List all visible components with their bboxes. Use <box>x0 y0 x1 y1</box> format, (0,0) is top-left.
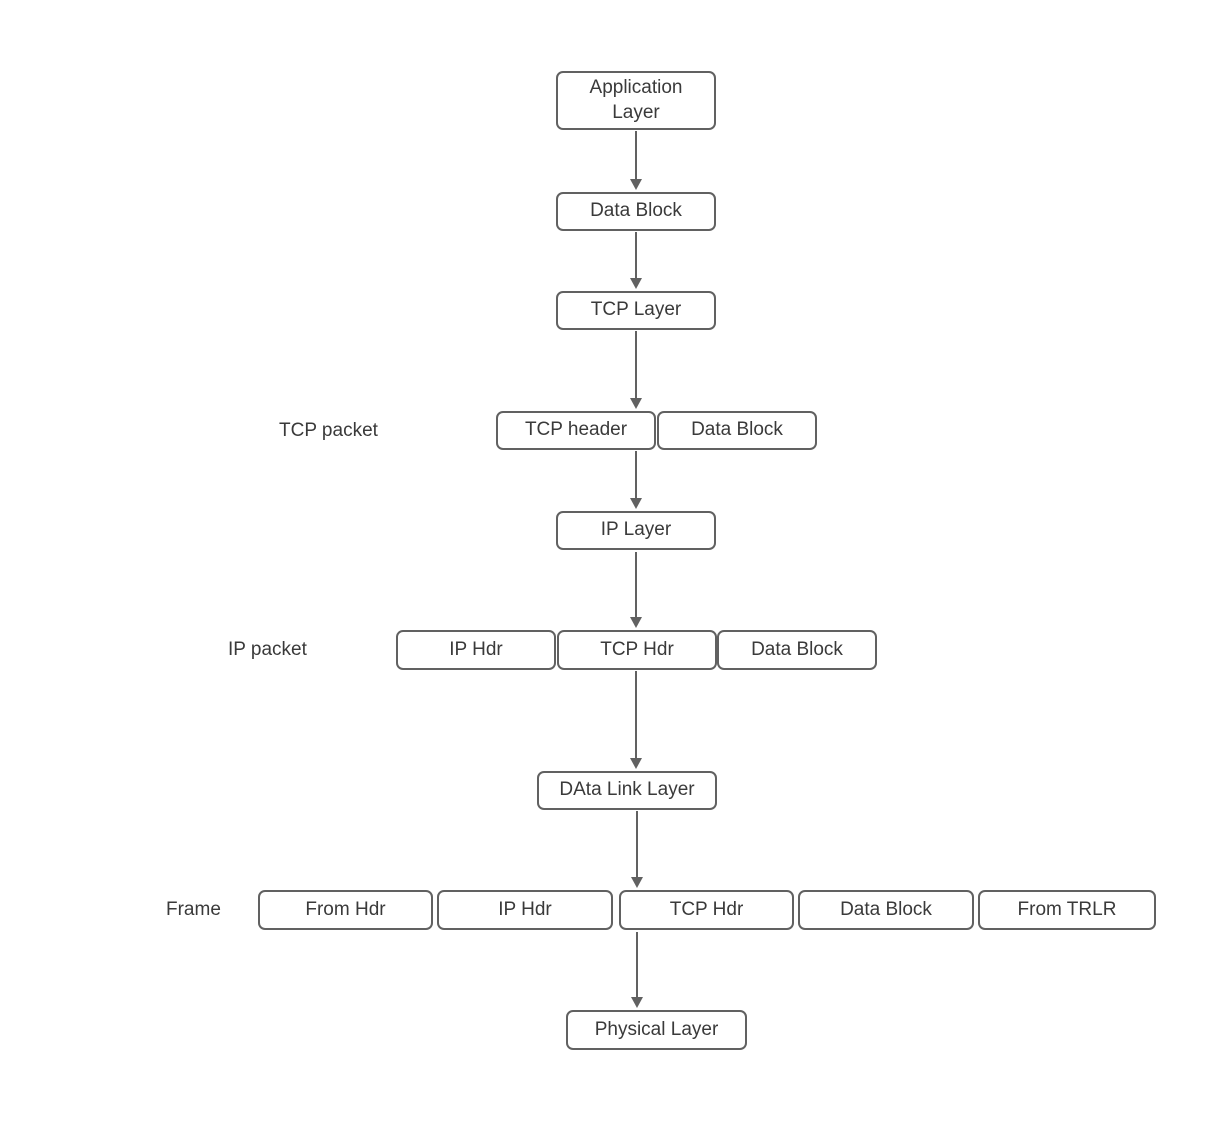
arrow-application-to-datablock <box>630 131 642 190</box>
node-frame-tcp-hdr: TCP Hdr <box>619 890 794 930</box>
node-data-block-top: Data Block <box>556 192 716 231</box>
arrow-frame-to-physical <box>631 932 643 1008</box>
node-tcp-hdr: TCP Hdr <box>557 630 717 670</box>
row-label-tcp-packet: TCP packet <box>279 419 378 441</box>
node-data-link-layer: DAta Link Layer <box>537 771 717 810</box>
arrow-ippacket-to-datalink <box>630 671 642 769</box>
node-frame-data-block: Data Block <box>798 890 974 930</box>
row-label-ip-packet: IP packet <box>228 639 307 660</box>
node-tcp-header: TCP header <box>496 411 656 450</box>
arrow-datablock-to-tcplayer <box>630 232 642 289</box>
node-frame-from-hdr: From Hdr <box>258 890 433 930</box>
node-physical-layer: Physical Layer <box>566 1010 747 1050</box>
node-ip-packet-data-block: Data Block <box>717 630 877 670</box>
node-tcp-layer: TCP Layer <box>556 291 716 330</box>
arrow-tcppacket-to-iplayer <box>630 451 642 509</box>
row-label-frame: Frame <box>166 899 221 920</box>
node-tcp-packet-data-block: Data Block <box>657 411 817 450</box>
node-frame-from-trlr: From TRLR <box>978 890 1156 930</box>
node-frame-ip-hdr: IP Hdr <box>437 890 613 930</box>
node-application-layer: Application Layer <box>556 71 716 130</box>
node-ip-hdr: IP Hdr <box>396 630 556 670</box>
arrow-iplayer-to-ippacket <box>630 552 642 628</box>
node-ip-layer: IP Layer <box>556 511 716 550</box>
arrow-datalink-to-frame <box>631 811 643 888</box>
arrow-tcplayer-to-tcppacket <box>630 331 642 409</box>
